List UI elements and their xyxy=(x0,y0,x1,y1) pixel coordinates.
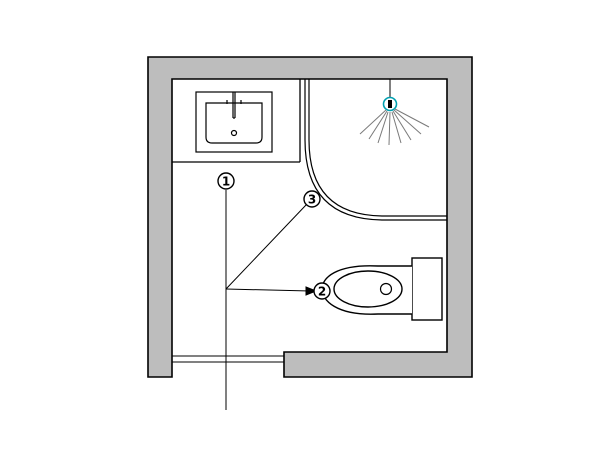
water-spray xyxy=(359,108,430,146)
shower-enclosure xyxy=(304,79,447,221)
shower-head-icon xyxy=(359,79,430,146)
callout-two: 2 xyxy=(313,282,331,300)
toilet-tank xyxy=(411,257,443,321)
door-opening xyxy=(172,355,284,363)
callout-three: 3 xyxy=(303,190,321,208)
callout-two-label: 2 xyxy=(318,285,326,299)
walls xyxy=(147,56,473,378)
washbasin xyxy=(195,91,273,153)
toilet-bowl xyxy=(321,265,412,315)
leader-lines xyxy=(225,190,318,410)
vanity-counter xyxy=(172,79,301,163)
callout-one: 1 xyxy=(217,172,235,190)
callout-three-label: 3 xyxy=(308,193,316,207)
wall xyxy=(147,56,473,378)
callout-one-label: 1 xyxy=(222,175,230,189)
